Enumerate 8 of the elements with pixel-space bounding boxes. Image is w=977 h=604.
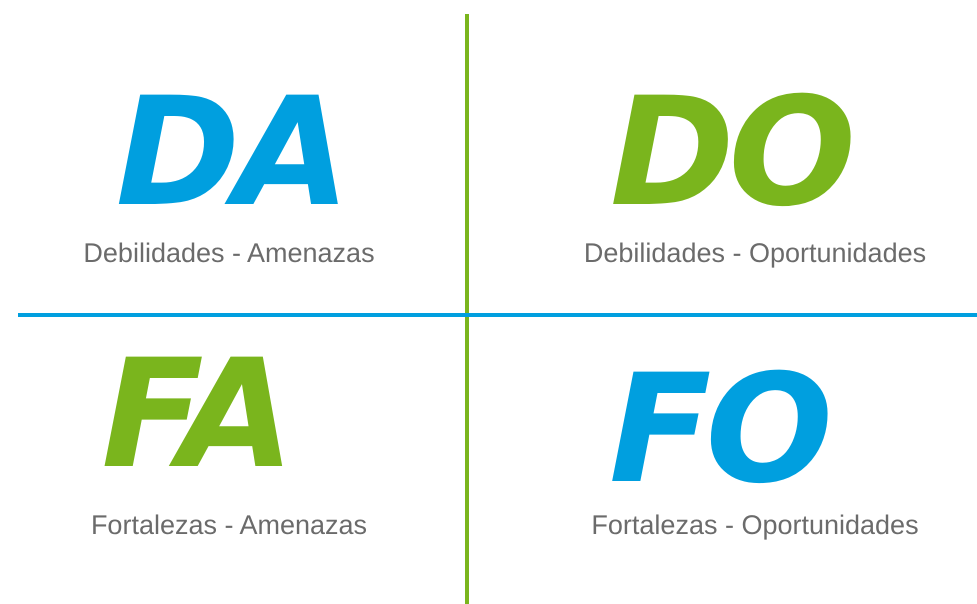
quadrant-abbreviation: DA bbox=[116, 78, 344, 228]
quadrant-subtitle: Debilidades - Oportunidades bbox=[584, 240, 926, 267]
quadrant-abbreviation: FA bbox=[101, 340, 289, 490]
quadrant-abbreviation: DO bbox=[610, 78, 850, 228]
quadrant-subtitle: Debilidades - Amenazas bbox=[83, 240, 375, 267]
quadrant-abbreviation: FO bbox=[609, 355, 827, 505]
quadrant-subtitle: Fortalezas - Oportunidades bbox=[591, 512, 919, 539]
quadrant-subtitle: Fortalezas - Amenazas bbox=[90, 512, 368, 539]
